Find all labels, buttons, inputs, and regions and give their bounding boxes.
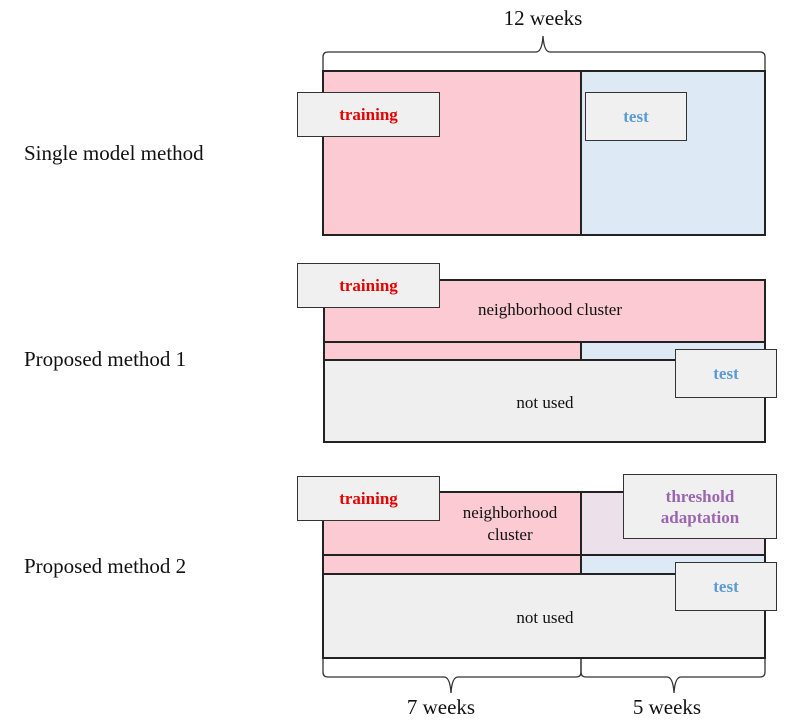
row3-test-tag: test [675, 562, 777, 611]
training-duration-label: 7 weeks [406, 695, 476, 719]
total-duration-label: 12 weeks [503, 6, 583, 30]
row2-training-tag: training [297, 263, 440, 308]
row2-training-strip [323, 341, 582, 361]
row3-threshold-tag: threshold adaptation [623, 474, 777, 539]
row1-test-tag: test [585, 92, 687, 141]
row3-unused-text: not used [516, 608, 574, 627]
row3-cluster-text: neighborhood cluster [462, 503, 558, 544]
test-duration-label: 5 weeks [632, 695, 702, 719]
row3-training-strip [322, 554, 582, 575]
row-label-single-model: Single model method [24, 141, 204, 165]
bottom-brace-training [322, 659, 582, 694]
row2-cluster-text: neighborhood cluster [478, 300, 622, 319]
row3-training-tag: training [297, 476, 440, 521]
row1-training-tag: training [297, 92, 440, 137]
bottom-brace-test [580, 659, 766, 694]
row-label-proposed-1: Proposed method 1 [24, 347, 187, 371]
row-label-proposed-2: Proposed method 2 [24, 554, 187, 578]
row2-test-tag: test [675, 349, 777, 398]
row2-unused-text: not used [516, 393, 574, 412]
top-brace [322, 35, 766, 70]
